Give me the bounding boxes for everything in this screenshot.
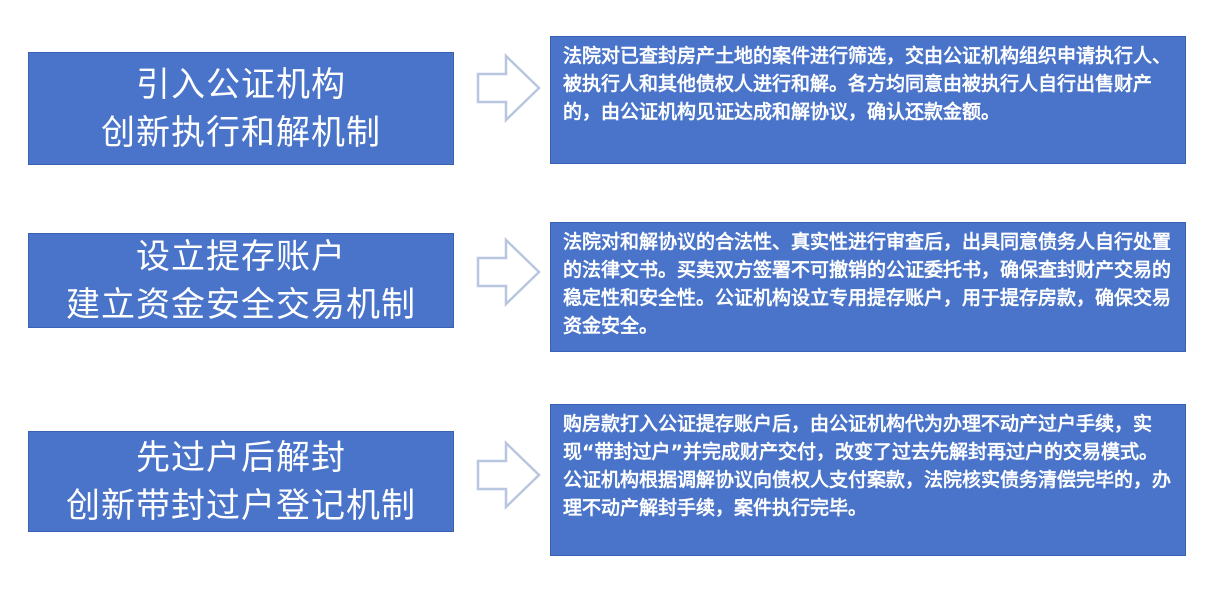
- step-2-description: 法院对和解协议的合法性、真实性进行审查后，出具同意债务人自行处置的法律文书。买卖…: [563, 231, 1172, 337]
- step-2-title-line1: 设立提存账户: [136, 236, 346, 277]
- step-2-title-box: 设立提存账户 建立资金安全交易机制: [28, 233, 454, 328]
- step-3-title-line2: 创新带封过户登记机制: [66, 485, 416, 526]
- step-1-description-box: 法院对已查封房产土地的案件进行筛选，交由公证机构组织申请执行人、被执行人和其他债…: [550, 36, 1186, 164]
- step-2-description-box: 法院对和解协议的合法性、真实性进行审查后，出具同意债务人自行处置的法律文书。买卖…: [550, 222, 1186, 352]
- step-3-title-line1: 先过户后解封: [136, 437, 346, 478]
- step-1-title-line1: 引入公证机构: [136, 64, 346, 105]
- step-3-description: 购房款打入公证提存账户后，由公证机构代为办理不动产过户手续，实现“带封过户”并完…: [563, 413, 1172, 519]
- step-1-title-line2: 创新执行和解机制: [101, 112, 381, 153]
- step-1-title-box: 引入公证机构 创新执行和解机制: [28, 52, 454, 165]
- step-1-description: 法院对已查封房产土地的案件进行筛选，交由公证机构组织申请执行人、被执行人和其他债…: [563, 45, 1172, 123]
- arrow-icon: [476, 237, 541, 307]
- step-3-title-box: 先过户后解封 创新带封过户登记机制: [28, 431, 454, 532]
- arrow-icon: [476, 53, 541, 123]
- arrow-icon: [476, 440, 541, 510]
- step-3-description-box: 购房款打入公证提存账户后，由公证机构代为办理不动产过户手续，实现“带封过户”并完…: [550, 404, 1186, 556]
- step-2-title-line2: 建立资金安全交易机制: [66, 284, 416, 325]
